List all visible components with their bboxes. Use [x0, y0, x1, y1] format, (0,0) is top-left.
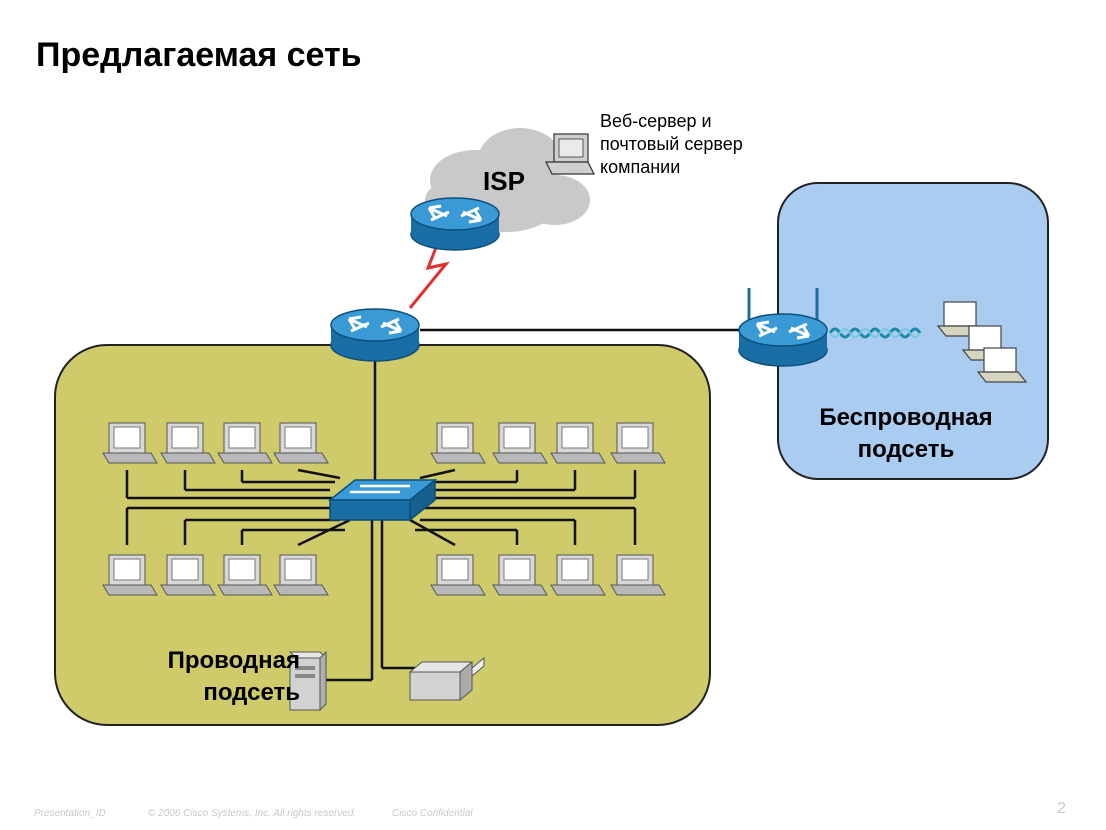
footer-copyright: © 2006 Cisco Systems, Inc. All rights re… — [148, 808, 357, 819]
edge-router-icon — [329, 307, 421, 363]
footer-confidential: Cisco Confidential — [392, 808, 473, 819]
server-caption-line-2: почтовый сервер — [600, 134, 743, 154]
wireless-subnet-label: Беспроводная подсеть — [780, 402, 1032, 466]
lan-switch-icon — [327, 478, 438, 522]
isp-label: ISP — [483, 166, 525, 196]
page-title: Предлагаемая сеть — [36, 36, 362, 74]
wireless-router-icon — [737, 288, 829, 368]
wired-subnet-label-line-1: Проводная — [167, 647, 300, 674]
wan-serial-link — [408, 244, 450, 309]
footer-page-number: 2 — [1057, 800, 1066, 817]
isp-cloud — [425, 128, 590, 232]
server-caption-line-3: компании — [600, 157, 681, 177]
footer-presentation-id: Presentation_ID — [34, 808, 106, 819]
wireless-signal-wave — [828, 327, 922, 339]
isp-router-icon — [409, 196, 501, 252]
company-server-icon — [545, 133, 595, 175]
wired-subnet-label: Проводная подсеть — [100, 645, 300, 709]
wireless-subnet-label-line-2: подсеть — [857, 436, 955, 463]
company-server-caption: Веб-сервер и почтовый сервер компании — [600, 110, 743, 179]
file-server-icon — [288, 650, 328, 712]
wireless-subnet-label-line-1: Беспроводная — [819, 404, 993, 431]
server-caption-line-1: Веб-сервер и — [600, 111, 712, 131]
printer-icon — [408, 656, 485, 702]
wired-subnet-label-line-2: подсеть — [203, 679, 300, 706]
